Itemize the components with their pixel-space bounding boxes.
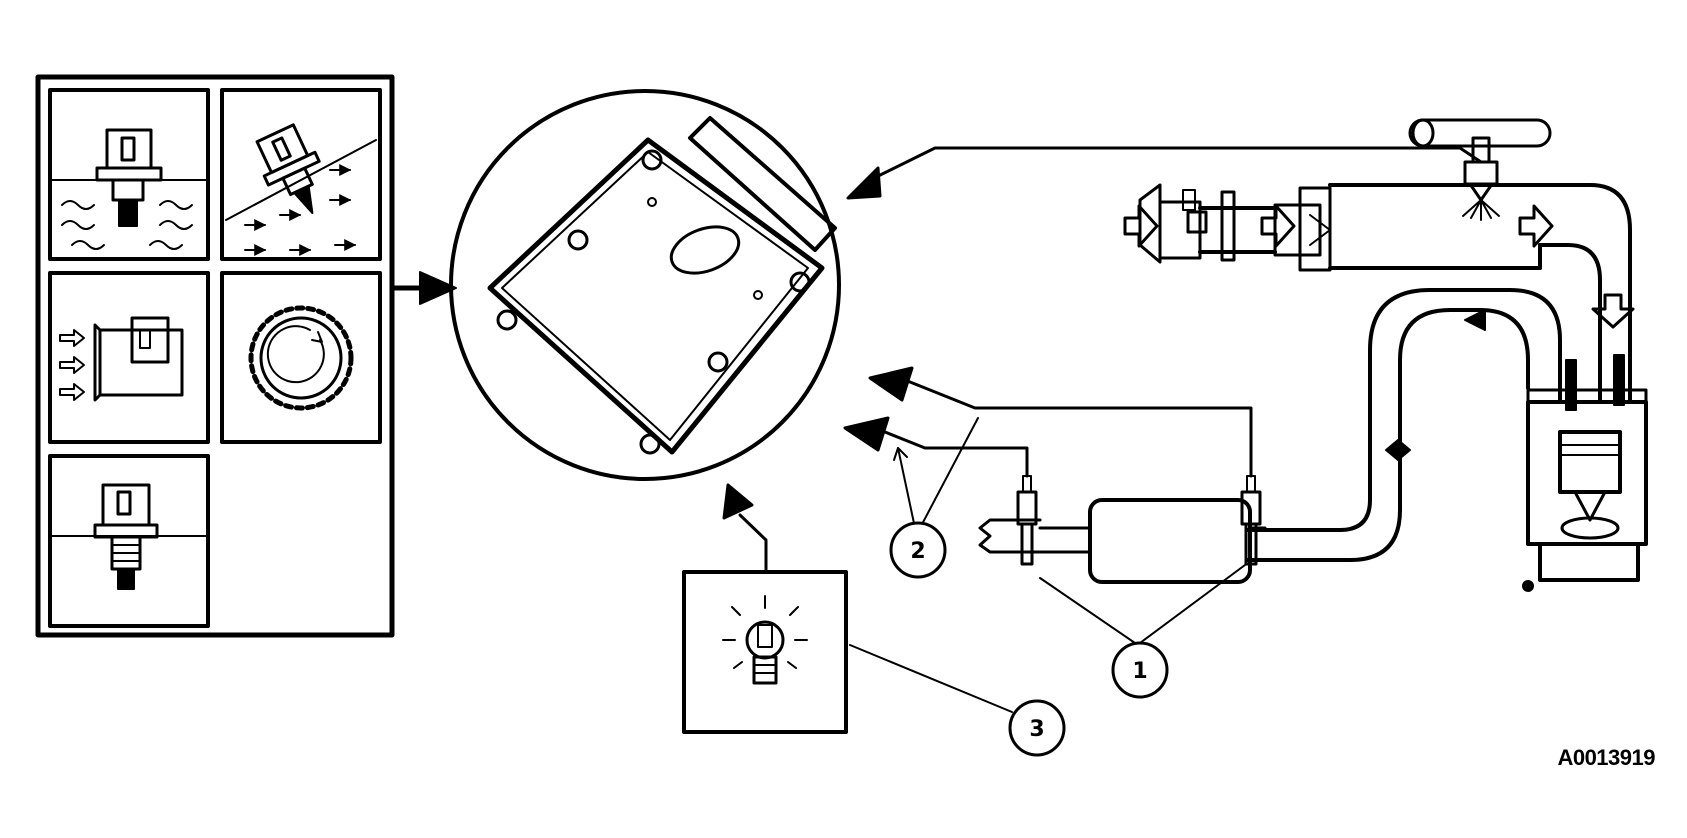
- fuel-injector-icon: [1408, 118, 1552, 221]
- figure-reference-id: A0013919: [1557, 745, 1655, 770]
- coolant-temperature-sensor-icon: [48, 88, 210, 261]
- signal-wire-injector: [846, 146, 1483, 200]
- flow-arrow-icon: [1518, 204, 1554, 248]
- crankshaft-position-sensor-icon: [220, 271, 382, 444]
- engine-cylinder-icon: [1522, 354, 1648, 592]
- exhaust-flow-arrow-icon: [1464, 309, 1486, 331]
- pressure-sensor-icon: [48, 454, 210, 628]
- callout-1: 1: [1039, 564, 1246, 699]
- signal-wire-warning-lamp: [722, 483, 768, 574]
- exhaust-tract: [978, 288, 1562, 584]
- callout-label: 2: [910, 539, 925, 564]
- signal-wire-upstream-o2: [843, 416, 1029, 478]
- callout-label: 1: [1132, 659, 1147, 684]
- catalytic-converter-icon: [1058, 498, 1267, 584]
- warning-lamp-icon: [682, 570, 848, 734]
- exhaust-flow-arrow-icon: [1385, 439, 1411, 461]
- flow-arrow-icon: [1591, 293, 1635, 329]
- callout-2: 2: [889, 417, 979, 579]
- sensor-panel-frame: [35, 74, 395, 638]
- flow-arrow-icon: [1123, 204, 1159, 248]
- flow-arrow-icon: [1260, 204, 1296, 248]
- sensor-panel: [35, 74, 395, 638]
- callout-3: 3: [849, 644, 1066, 757]
- mass-airflow-sensor-icon: [48, 271, 210, 444]
- air-temperature-sensor-icon: [220, 88, 382, 261]
- signal-wire-downstream-o2: [868, 366, 1253, 478]
- signal-arrow-sensors-to-ecm: [389, 271, 457, 305]
- throttle-body-icon: [1138, 183, 1332, 272]
- intake-tract: [1123, 183, 1635, 402]
- engine-control-module-icon: [449, 89, 841, 481]
- callout-label: 3: [1029, 717, 1044, 742]
